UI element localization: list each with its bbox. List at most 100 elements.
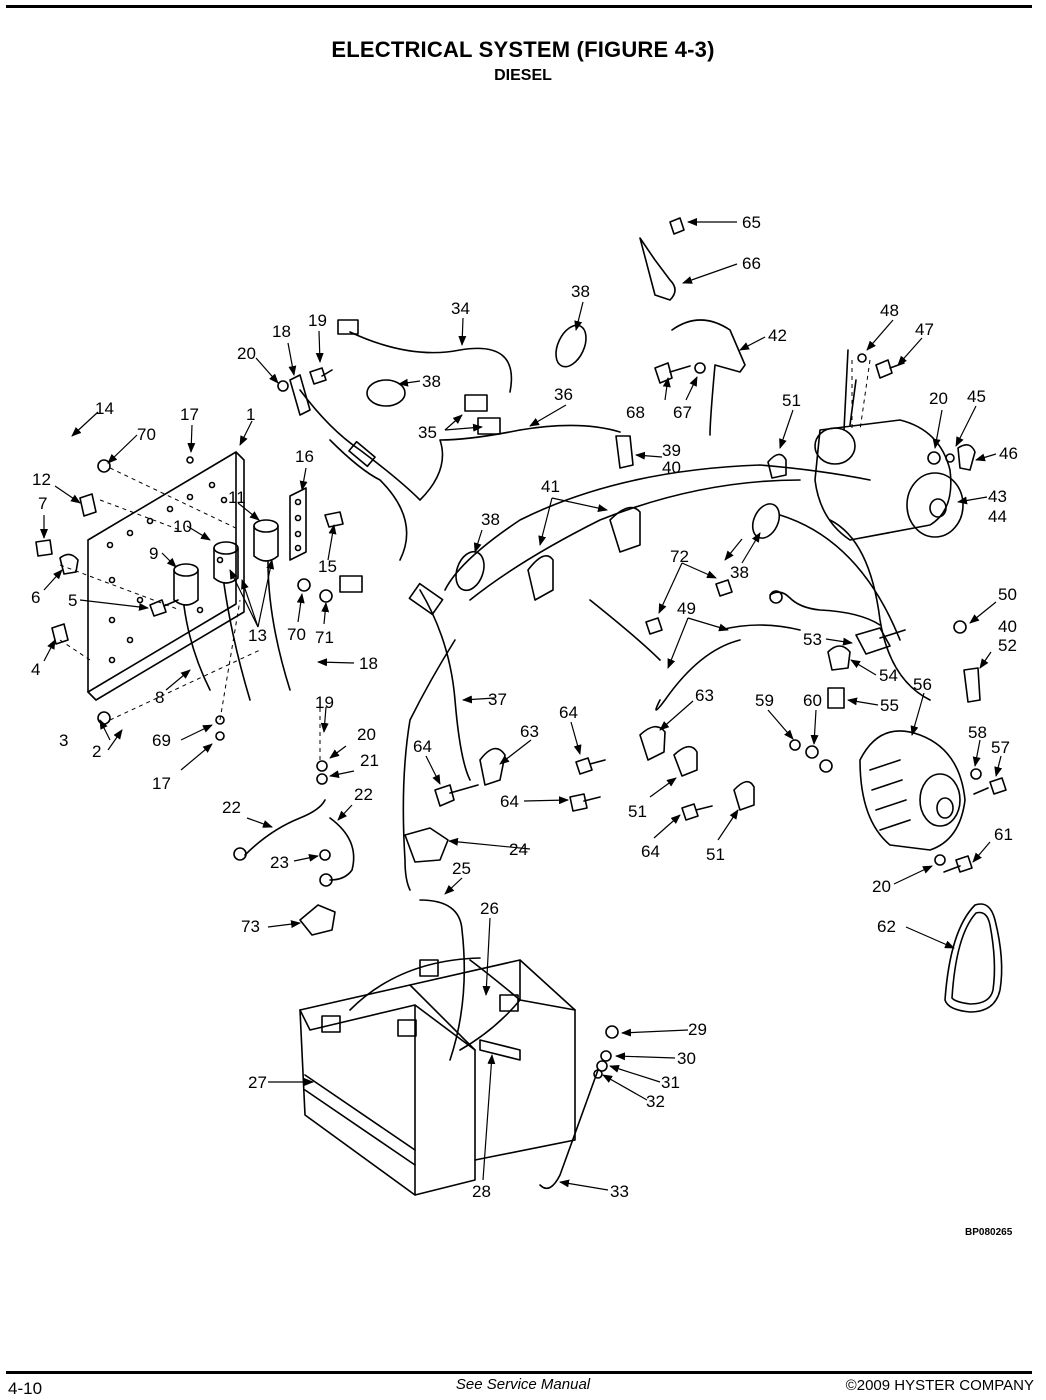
callout-21: 21 [360,751,379,770]
callout-64-lower: 64 [641,842,660,861]
callout-54: 54 [879,666,898,685]
callout-53: 53 [803,630,822,649]
callout-51-left: 51 [628,802,647,821]
clip-51a [767,453,787,479]
sender-52 [963,667,981,703]
callout-66: 66 [742,254,761,273]
callout-36: 36 [554,385,573,404]
callout-69: 69 [152,731,171,750]
bolt-72 [645,579,733,635]
clip-63a [479,747,506,786]
bolt-57 [973,777,1007,795]
battery-cable-22b [329,817,355,881]
callout-32: 32 [646,1092,665,1111]
callout-26: 26 [480,899,499,918]
callout-70: 70 [137,425,156,444]
connector-lower [339,575,363,593]
connector-35b [477,417,501,435]
alternator [859,730,966,851]
callout-38-clamp: 38 [422,372,441,391]
callout-6: 6 [31,588,40,607]
callout-72: 72 [670,547,689,566]
callout-38-right: 38 [730,563,749,582]
battery-cable-25 [419,899,466,1061]
battery-cable-22a [244,799,326,856]
spacer-6 [59,553,79,575]
callout-43: 43 [988,487,1007,506]
callout-33: 33 [610,1182,629,1201]
clip-4 [51,623,69,645]
callout-20: 20 [237,344,256,363]
bottom-rule [6,1371,1032,1374]
callout-2: 2 [92,742,101,761]
callout-64: 64 [559,703,578,722]
callout-16: 16 [295,447,314,466]
connector-top [337,319,359,335]
clip-41a [527,554,554,601]
callout-5: 5 [68,591,77,610]
terminal-strip [289,487,307,561]
callout-8: 8 [155,688,164,707]
hose-clamp-38a [555,324,587,368]
callout-17: 17 [180,405,199,424]
callout-20-lower: 20 [357,725,376,744]
callout-60: 60 [803,691,822,710]
connector-35a [464,394,488,412]
clip-51c [733,780,755,811]
callout-31: 31 [661,1073,680,1092]
callout-12: 12 [32,470,51,489]
callout-3: 3 [59,731,68,750]
callout-35: 35 [418,423,437,442]
callout-50: 50 [998,585,1017,604]
callout-52: 52 [998,636,1017,655]
callout-19: 19 [308,311,327,330]
bolt-15 [324,511,344,528]
callout-47: 47 [915,320,934,339]
terminal-boot-24 [404,827,449,863]
bolt-68 [654,362,691,384]
callout-71: 71 [315,628,334,647]
page-number: 4-10 [8,1379,43,1398]
callout-62: 62 [877,917,896,936]
clip-51b [673,745,698,777]
callout-11: 11 [228,488,246,507]
terminal-boot-73 [299,904,336,936]
nut-7 [35,539,53,557]
battery-cable-26 [459,959,521,1051]
drive-belt [944,903,1003,1013]
hose-clamp-38d [751,503,781,539]
callout-46: 46 [999,444,1018,463]
bracket-66 [639,237,676,301]
callout-7: 7 [38,494,47,513]
callout-27: 27 [248,1073,267,1092]
bolt-19 [309,367,333,385]
callout-20-starter: 20 [929,389,948,408]
callout-41: 41 [541,477,560,496]
callout-15: 15 [318,557,337,576]
callout-70-lower: 70 [287,625,306,644]
callout-49: 49 [677,599,696,618]
callout-25: 25 [452,859,471,878]
callout-73: 73 [241,917,260,936]
callout-51: 51 [782,391,801,410]
callout-9: 9 [149,544,158,563]
callout-39: 39 [662,441,681,460]
hold-down-bar [479,1039,521,1061]
callout-29: 29 [688,1020,707,1039]
bolt-61 [943,855,973,873]
callout-58: 58 [968,723,987,742]
callout-19-lower: 19 [315,693,334,712]
starter-motor [814,349,964,541]
callout-68: 68 [626,403,645,422]
callout-51-lower: 51 [706,845,725,864]
callout-64-mid: 64 [500,792,519,811]
clip-63b [639,725,666,761]
bolt-64d [681,803,713,821]
callout-63: 63 [695,686,714,705]
mounting-panel [87,451,245,701]
callout-65: 65 [742,213,761,232]
callout-17-lower: 17 [152,774,171,793]
callout-13: 13 [248,626,267,645]
callout-22: 22 [222,798,241,817]
stud-12 [79,493,97,517]
